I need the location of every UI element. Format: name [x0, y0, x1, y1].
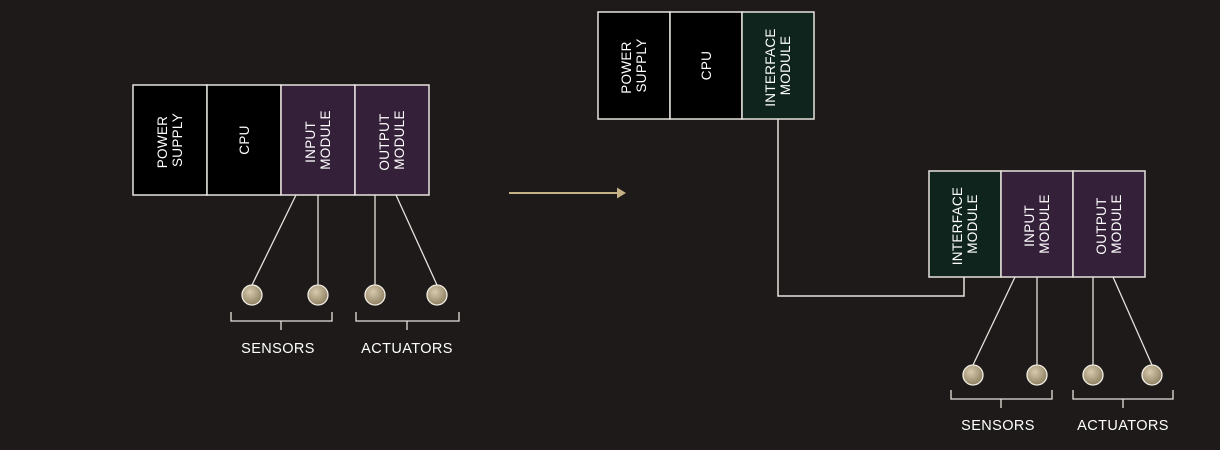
remote-rack: INTERFACE MODULE INPUT MODULE OUTPUT MOD…	[928, 170, 1174, 434]
left-actuator-device-1	[364, 284, 386, 306]
main-module-interface-label: INTERFACE MODULE	[763, 24, 793, 107]
left-sensor-device-2	[307, 284, 329, 306]
transition-arrow	[509, 187, 626, 199]
remote-device-wires	[972, 276, 1153, 366]
left-actuator-device-2	[426, 284, 448, 306]
left-module-input: INPUT MODULE	[280, 84, 356, 196]
left-wire-actuator-2	[395, 194, 438, 286]
remote-module-input-box	[1000, 170, 1074, 278]
main-module-interface-box	[741, 11, 815, 120]
main-module-power-supply: POWER SUPPLY	[597, 11, 671, 120]
main-module-power-supply-label: POWER SUPPLY	[619, 37, 649, 94]
remote-module-input-label: INPUT MODULE	[1022, 194, 1052, 254]
remote-module-interface-label: INTERFACE MODULE	[950, 183, 980, 266]
left-module-cpu-label: CPU	[237, 125, 252, 154]
left-module-power-supply: POWER SUPPLY	[132, 84, 208, 196]
arrow-head	[617, 187, 626, 199]
remote-module-input: INPUT MODULE	[1000, 170, 1074, 278]
left-module-cpu: CPU	[206, 84, 282, 196]
left-module-power-supply-box	[132, 84, 208, 196]
left-module-input-box	[280, 84, 356, 196]
left-module-input-label: INPUT MODULE	[303, 110, 333, 170]
main-module-cpu: CPU	[669, 11, 743, 120]
main-module-interface: INTERFACE MODULE	[741, 11, 815, 120]
main-module-cpu-label: CPU	[699, 51, 714, 80]
local-rack: POWER SUPPLY CPU INPUT MODULE OUTPUT MOD…	[132, 84, 460, 357]
remote-sensor-device-2	[1026, 364, 1048, 386]
left-module-output-label: OUTPUT MODULE	[377, 109, 407, 170]
left-actuators-bracket	[355, 312, 460, 330]
remote-actuator-device-1	[1082, 364, 1104, 386]
main-module-cpu-box	[669, 11, 743, 120]
left-actuators-label: ACTUATORS	[361, 341, 453, 357]
left-sensors-bracket	[230, 312, 333, 330]
left-module-output: OUTPUT MODULE	[354, 84, 430, 196]
main-module-power-supply-box	[597, 11, 671, 120]
left-module-cpu-box	[206, 84, 282, 196]
remote-module-output-label: OUTPUT MODULE	[1094, 193, 1124, 254]
remote-sensors-label: SENSORS	[961, 418, 1035, 434]
left-module-output-box	[354, 84, 430, 196]
remote-wire-sensor-1	[972, 276, 1016, 366]
remote-wire-actuator-2	[1112, 276, 1153, 366]
remote-sensors-bracket	[950, 390, 1053, 408]
left-sensor-device-1	[241, 284, 263, 306]
left-device-wires	[251, 194, 438, 286]
left-sensors-label: SENSORS	[241, 341, 315, 357]
remote-module-output-box	[1072, 170, 1146, 278]
main-rack: POWER SUPPLY CPU INTERFACE MODULE	[597, 11, 815, 120]
remote-module-interface: INTERFACE MODULE	[928, 170, 1002, 278]
remote-actuators-bracket	[1072, 390, 1174, 408]
left-module-power-supply-label: POWER SUPPLY	[155, 112, 185, 169]
remote-module-output: OUTPUT MODULE	[1072, 170, 1146, 278]
remote-sensor-device-1	[962, 364, 984, 386]
interface-link-cable	[777, 119, 965, 297]
remote-actuators-label: ACTUATORS	[1077, 418, 1169, 434]
left-wire-sensor-1	[251, 194, 297, 286]
remote-actuator-device-2	[1141, 364, 1163, 386]
